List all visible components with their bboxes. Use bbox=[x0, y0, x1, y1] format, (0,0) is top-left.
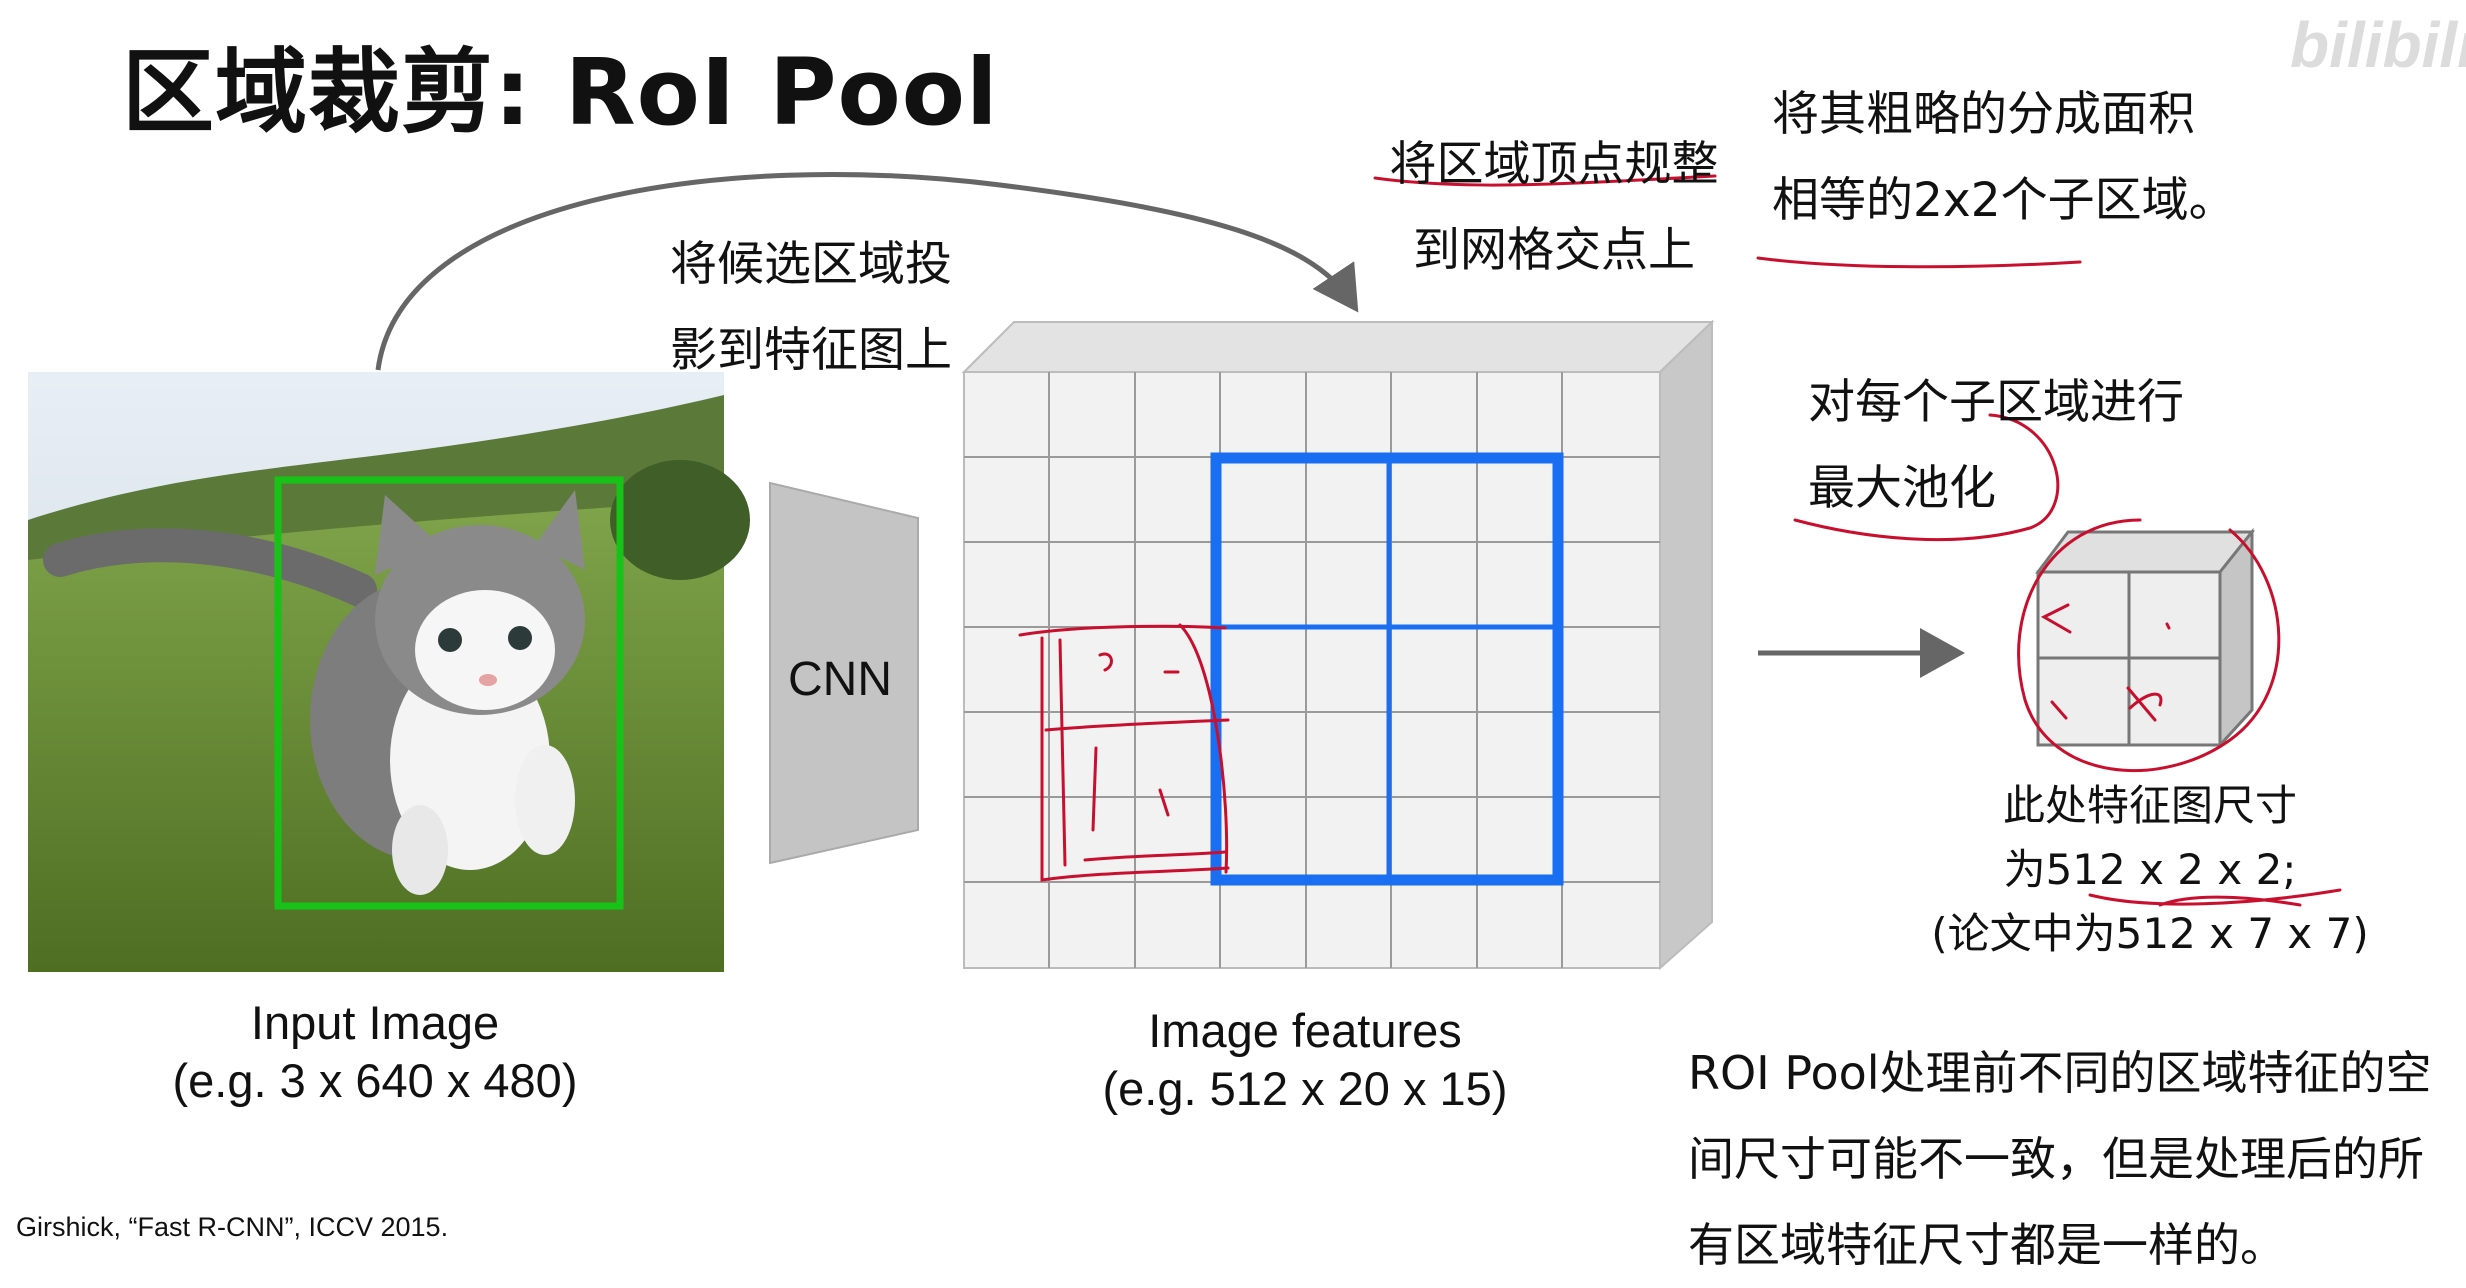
summary-line-3: 有区域特征尺寸都是一样的。 bbox=[1688, 1218, 2286, 1272]
output-caption-line-2: 为512 x 2 x 2; bbox=[2003, 845, 2297, 894]
summary-line-2: 间尺寸可能不一致，但是处理后的所 bbox=[1688, 1132, 2424, 1186]
feature-map bbox=[961, 319, 1715, 971]
output-caption: 此处特征图尺寸 为512 x 2 x 2; (论文中为512 x 7 x 7) bbox=[1920, 774, 2380, 966]
snap-label-line-2: 到网格交点上 bbox=[1413, 223, 1695, 278]
project-label-line-2: 影到特征图上 bbox=[670, 323, 952, 378]
input-image bbox=[28, 372, 750, 972]
divide-label-line-2: 相等的2x2个子区域。 bbox=[1772, 173, 2236, 228]
summary-text: ROI Pool处理前不同的区域特征的空 间尺寸可能不一致，但是处理后的所 有区… bbox=[1688, 1030, 2432, 1288]
divide-label: 将其粗略的分成面积 相等的2x2个子区域。 bbox=[1772, 72, 2236, 244]
underline-divide bbox=[1756, 256, 2082, 269]
circle-cube bbox=[2017, 518, 2281, 773]
cnn-block bbox=[769, 481, 919, 865]
project-label-line-1: 将候选区域投 bbox=[670, 237, 952, 292]
features-caption: Image features (e.g. 512 x 20 x 15) bbox=[1045, 1002, 1565, 1118]
maxpool-label-line-2: 最大池化 bbox=[1808, 461, 1996, 516]
underline-size bbox=[2088, 888, 2342, 906]
project-label: 将候选区域投 影到特征图上 bbox=[670, 222, 952, 394]
kitten-figure bbox=[43, 490, 585, 895]
cube-mark-1 bbox=[2040, 603, 2072, 634]
output-caption-line-3: (论文中为512 x 7 x 7) bbox=[1931, 909, 2369, 958]
divide-label-line-1: 将其粗略的分成面积 bbox=[1772, 87, 2195, 142]
underline-snap bbox=[1373, 174, 1717, 187]
handwritten-annotations bbox=[1018, 174, 2342, 907]
features-caption-line-1: Image features bbox=[1148, 1004, 1462, 1057]
output-caption-line-1: 此处特征图尺寸 bbox=[2002, 781, 2297, 830]
citation: Girshick, “Fast R-CNN”, ICCV 2015. bbox=[16, 1212, 449, 1242]
output-cube bbox=[2035, 527, 2256, 749]
circle-maxpool bbox=[1793, 413, 2060, 542]
watermark-logo: bilibili bbox=[2290, 9, 2466, 81]
snap-label-line-1: 将区域顶点规整 bbox=[1389, 137, 1719, 192]
projection-arrow bbox=[375, 172, 1359, 371]
maxpool-label: 对每个子区域进行 最大池化 bbox=[1808, 360, 2184, 532]
summary-line-1: ROI Pool处理前不同的区域特征的空 bbox=[1688, 1046, 2432, 1100]
slide-title: 区域裁剪: RoI Pool bbox=[122, 39, 999, 146]
roi-box bbox=[274, 476, 624, 910]
input-caption-line-1: Input Image bbox=[250, 996, 500, 1049]
features-caption-line-2: (e.g. 512 x 20 x 15) bbox=[1102, 1062, 1508, 1115]
maxpool-label-line-1: 对每个子区域进行 bbox=[1808, 375, 2184, 430]
input-caption-line-2: (e.g. 3 x 640 x 480) bbox=[172, 1054, 578, 1107]
cnn-label: CNN bbox=[788, 653, 892, 706]
input-caption: Input Image (e.g. 3 x 640 x 480) bbox=[120, 994, 630, 1110]
snap-label: 将区域顶点规整 到网格交点上 bbox=[1384, 122, 1724, 294]
